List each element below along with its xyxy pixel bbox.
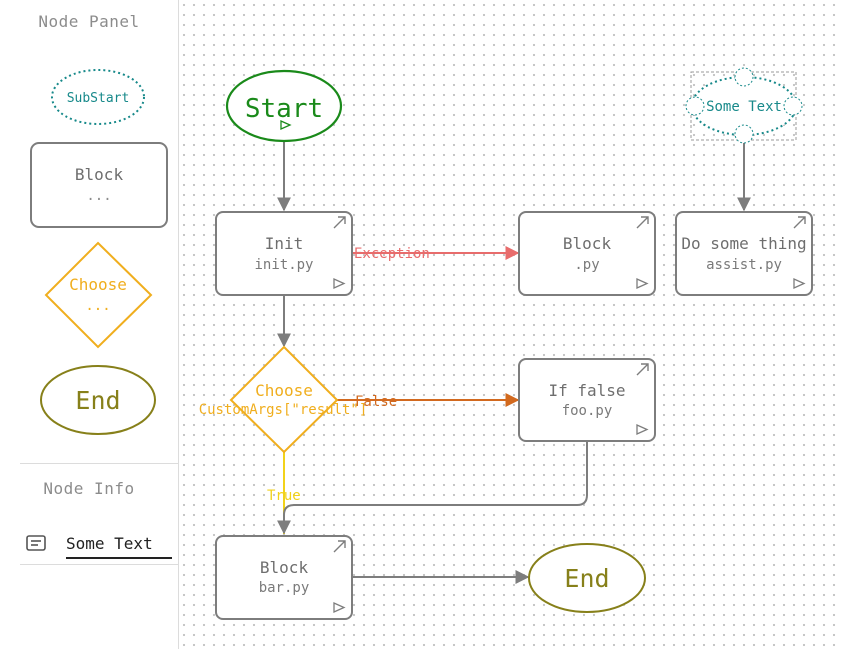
info-divider xyxy=(20,564,178,565)
node-start-label: Start xyxy=(245,94,323,124)
expand-icon[interactable] xyxy=(793,216,806,229)
anchor-bottom[interactable] xyxy=(734,124,754,144)
node-substart-label: Some Text xyxy=(706,99,782,115)
expand-icon[interactable] xyxy=(333,216,346,229)
node-assist[interactable]: Do some thing assist.py xyxy=(675,211,813,296)
anchor-top[interactable] xyxy=(734,67,754,87)
expand-icon[interactable] xyxy=(333,540,346,553)
node-block-bar-title: Block xyxy=(260,558,309,577)
palette-end[interactable]: End xyxy=(39,364,159,438)
flow-canvas[interactable]: Exception False True Start Some Text Ini… xyxy=(179,0,841,649)
node-block-top-sub: .py xyxy=(574,257,599,273)
node-panel-title: Node Panel xyxy=(38,12,140,31)
node-init-sub: init.py xyxy=(254,257,313,273)
node-choose[interactable]: Choose CustomArgs["result"] xyxy=(199,345,368,454)
palette-substart[interactable]: SubStart xyxy=(50,69,148,127)
node-end-label: End xyxy=(564,564,609,593)
node-end[interactable]: End xyxy=(528,543,646,613)
palette-choose[interactable]: Choose ... xyxy=(44,241,154,351)
edges xyxy=(277,142,751,584)
node-block-bar[interactable]: Block bar.py xyxy=(215,535,353,620)
edge-label-false: False xyxy=(355,394,397,410)
edge-iffalse-bar[interactable] xyxy=(277,442,588,535)
palette-block-sub: ... xyxy=(86,188,111,204)
edge-label-exception: Exception xyxy=(354,246,430,262)
edge-label-true: True xyxy=(267,488,301,504)
node-panel: Node Panel SubStart Block ... Choose ...… xyxy=(0,0,179,649)
node-info-title: Node Info xyxy=(43,479,135,498)
node-info-text-input[interactable]: Some Text xyxy=(66,533,172,559)
play-icon[interactable] xyxy=(636,277,649,290)
node-choose-sub: CustomArgs["result"] xyxy=(199,402,368,418)
node-iffalse-sub: foo.py xyxy=(562,403,613,419)
palette-end-label: End xyxy=(75,386,120,415)
node-choose-title: Choose xyxy=(255,381,313,400)
node-info-row: Some Text xyxy=(20,528,178,564)
play-icon[interactable] xyxy=(333,277,346,290)
palette-choose-title: Choose xyxy=(69,275,127,294)
node-iffalse-title: If false xyxy=(548,381,625,400)
node-init[interactable]: Init init.py xyxy=(215,211,353,296)
node-start[interactable]: Start xyxy=(225,69,343,143)
node-block-top-title: Block xyxy=(563,234,612,253)
node-assist-sub: assist.py xyxy=(706,257,782,273)
play-icon[interactable] xyxy=(793,277,806,290)
palette-block-title: Block xyxy=(75,165,124,184)
play-icon[interactable] xyxy=(333,601,346,614)
anchor-right[interactable] xyxy=(783,96,803,116)
node-substart[interactable]: Some Text xyxy=(685,67,803,144)
node-assist-title: Do some thing xyxy=(681,234,806,253)
expand-icon[interactable] xyxy=(636,363,649,376)
node-block-bar-sub: bar.py xyxy=(259,580,310,596)
anchor-left[interactable] xyxy=(685,96,705,116)
palette-block[interactable]: Block ... xyxy=(30,142,170,230)
node-iffalse[interactable]: If false foo.py xyxy=(518,358,656,442)
play-icon[interactable] xyxy=(280,119,292,131)
text-lines-icon xyxy=(26,535,46,551)
expand-icon[interactable] xyxy=(636,216,649,229)
panel-divider xyxy=(20,463,178,464)
palette-substart-label: SubStart xyxy=(67,91,130,106)
play-icon[interactable] xyxy=(636,423,649,436)
node-block-top[interactable]: Block .py xyxy=(518,211,656,296)
palette-choose-sub: ... xyxy=(85,298,110,314)
node-init-title: Init xyxy=(265,234,304,253)
